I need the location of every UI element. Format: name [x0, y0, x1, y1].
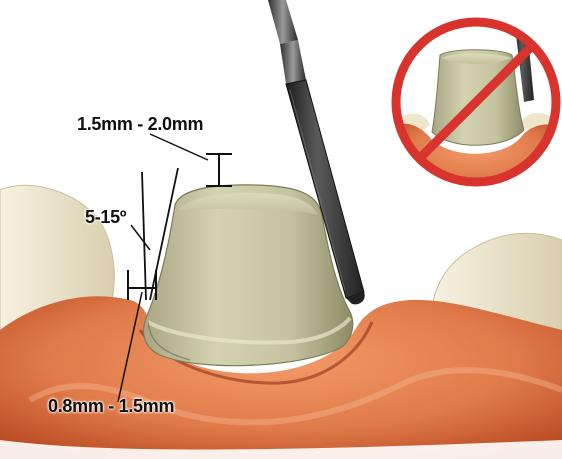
occlusal-leader — [150, 134, 208, 160]
taper-vertical-line — [142, 172, 146, 300]
prohibited-technique-inset — [396, 0, 556, 190]
occlusal-reduction-label: 1.5mm - 2.0mm — [77, 114, 203, 135]
shoulder-width-label: 0.8mm - 1.5mm — [48, 396, 174, 417]
taper-angle-label: 5-15º — [85, 207, 126, 228]
angle-leader — [131, 225, 150, 250]
